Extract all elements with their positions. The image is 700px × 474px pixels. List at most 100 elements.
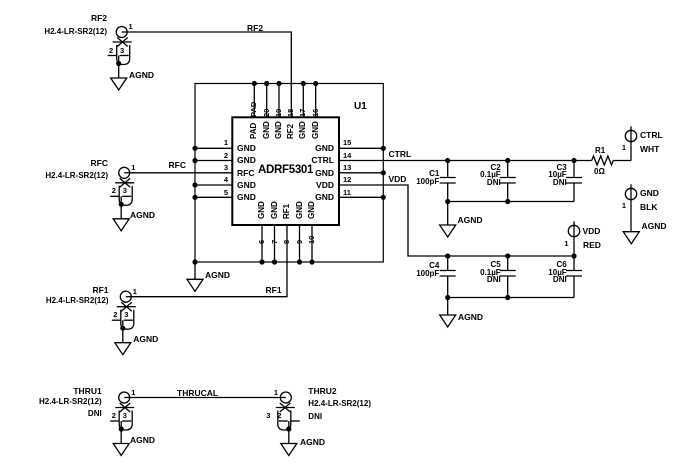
ctrl-bank-agnd: AGND xyxy=(457,214,483,225)
connector-rfc-name: RFC xyxy=(90,157,108,168)
net-label-rf2: RF2 xyxy=(247,22,264,33)
ic-refdes: U1 xyxy=(354,101,367,112)
ic-pin-name-pad: PAD xyxy=(249,122,259,139)
net-label-vdd: VDD xyxy=(388,174,407,184)
connector-rf1-pin1: 1 xyxy=(132,286,137,296)
resistor-r1-symbol xyxy=(591,154,614,167)
ic-pin-number-1: 1 xyxy=(223,138,228,147)
wire-ctrl xyxy=(339,145,632,162)
ring-agnd: AGND xyxy=(205,270,231,280)
connector-thru1-dni: DNI xyxy=(87,408,102,418)
capacitor-c4 xyxy=(439,256,456,298)
wire-rf2 xyxy=(127,31,292,118)
connector-thru2-symbol xyxy=(275,391,301,457)
ic-pin-number-19: 19 xyxy=(274,108,283,117)
wire-rf1 xyxy=(131,225,288,298)
ic-pin-name-5: GND xyxy=(237,192,256,202)
ic-pin-name-10: GND xyxy=(307,200,316,219)
ic-pin-number-7: 7 xyxy=(269,239,279,244)
net-label-thrucal: THRUCAL xyxy=(177,387,219,398)
cap-c4-value: 100pF xyxy=(416,269,440,278)
testpoint-ctrl-name: CTRL xyxy=(640,129,663,140)
cap-c6-dni: DNI xyxy=(552,275,567,285)
connector-thru2-pin2: 2 xyxy=(277,411,282,420)
ic-pin-name-12: VDD xyxy=(316,179,334,190)
ic-part-number: ADRF5301 xyxy=(258,164,314,176)
agnd-symbol xyxy=(438,224,457,239)
connector-thru2-pin3: 3 xyxy=(266,411,271,420)
connector-rf2-pin2: 2 xyxy=(109,45,114,55)
testpoint-ctrl-symbol xyxy=(624,125,638,147)
vdd-bank-gnd-rail xyxy=(447,296,574,315)
cap-c5-value: 0.1µF xyxy=(480,267,501,277)
connector-thru2-agnd: AGND xyxy=(300,436,326,447)
connector-thru2-name: THRU2 xyxy=(308,385,337,396)
connector-rfc-pin3: 3 xyxy=(122,186,127,196)
ic-pin-stubs xyxy=(195,83,384,262)
ic-pin-number-pad: PAD xyxy=(249,101,259,117)
resistor-r1-ref: R1 xyxy=(595,145,606,155)
ic-pin-name-15: GND xyxy=(315,143,334,153)
net-label-rf1: RF1 xyxy=(265,285,282,295)
connector-rf2-pin1: 1 xyxy=(128,22,133,31)
testpoint-gnd-agnd: AGND xyxy=(641,221,667,231)
testpoint-vdd-symbol xyxy=(567,220,581,242)
agnd-symbol xyxy=(622,231,641,245)
cap-c1-ref: C1 xyxy=(429,168,440,178)
connector-thru1-symbol xyxy=(109,391,135,457)
connector-thru1-name: THRU1 xyxy=(73,385,102,396)
testpoint-vdd-color: RED xyxy=(583,239,601,250)
testpoint-gnd-symbol xyxy=(624,183,638,205)
cap-c4-ref: C4 xyxy=(429,261,440,270)
testpoint-vdd-name: VDD xyxy=(582,226,601,236)
ic-pin-number-13: 13 xyxy=(343,163,352,172)
ic-pin-name-20: GND xyxy=(261,120,271,139)
ic-pin-name-8: RF1 xyxy=(282,203,291,219)
cap-c3-value: 10µF xyxy=(548,170,567,180)
connector-rf1-pin3: 3 xyxy=(124,310,129,320)
connector-rf1-part: H2.4-LR-SR2(12) xyxy=(45,295,109,305)
ic-pin-number-4: 4 xyxy=(223,175,228,184)
ic-pin-number-8: 8 xyxy=(282,239,291,244)
capacitor-c1 xyxy=(439,160,456,202)
cap-c5-dni: DNI xyxy=(486,275,501,285)
connector-rf1-symbol xyxy=(111,290,137,356)
cap-c2-value: 0.1µF xyxy=(480,170,501,180)
cap-c2-ref: C2 xyxy=(490,162,501,172)
ic-pin-number-6: 6 xyxy=(257,239,266,244)
ctrl-bank-gnd-rail xyxy=(447,200,574,225)
connector-rf2-symbol xyxy=(107,25,133,91)
ic-pin-name-4: GND xyxy=(237,179,256,190)
connector-thru1-part: H2.4-LR-SR2(12) xyxy=(39,397,102,406)
connector-thru2-part: H2.4-LR-SR2(12) xyxy=(308,398,371,408)
ic-pin-name-9: GND xyxy=(294,200,304,219)
resistor-r1-value: 0Ω xyxy=(594,166,605,176)
ic-body xyxy=(231,116,340,226)
connector-rf1-agnd: AGND xyxy=(133,334,159,344)
cap-c1-value: 100pF xyxy=(416,176,440,186)
ic-pin-number-5: 5 xyxy=(223,187,228,197)
cap-c5-ref: C5 xyxy=(490,259,501,269)
ic-pin-name-19: GND xyxy=(274,120,283,139)
connector-rfc-symbol xyxy=(109,166,135,232)
testpoint-gnd-pin1: 1 xyxy=(621,201,626,210)
ic-pin-name-18: RF2 xyxy=(286,123,296,139)
ic-pin-name-6: GND xyxy=(257,200,266,219)
connector-rfc-pin2: 2 xyxy=(111,186,116,196)
junction-dots xyxy=(192,80,577,301)
cap-c3-ref: C3 xyxy=(556,162,567,172)
testpoint-gnd-color: BLK xyxy=(640,201,658,212)
connector-rf1-pin2: 2 xyxy=(113,310,118,320)
connector-thru1-pin3: 3 xyxy=(122,411,127,420)
connector-rf1-name: RF1 xyxy=(92,284,109,295)
connector-thru1-pin2: 2 xyxy=(111,411,116,420)
testpoint-gnd-name: GND xyxy=(640,187,659,198)
agnd-symbol xyxy=(185,278,205,293)
capacitor-c2 xyxy=(499,160,516,202)
ic-pin-number-14: 14 xyxy=(343,150,352,160)
connector-rfc-agnd: AGND xyxy=(130,209,156,220)
connector-thru2-pin1: 1 xyxy=(273,387,278,397)
connector-rf2-name: RF2 xyxy=(90,13,107,23)
ic-pin-number-20: 20 xyxy=(261,108,271,117)
